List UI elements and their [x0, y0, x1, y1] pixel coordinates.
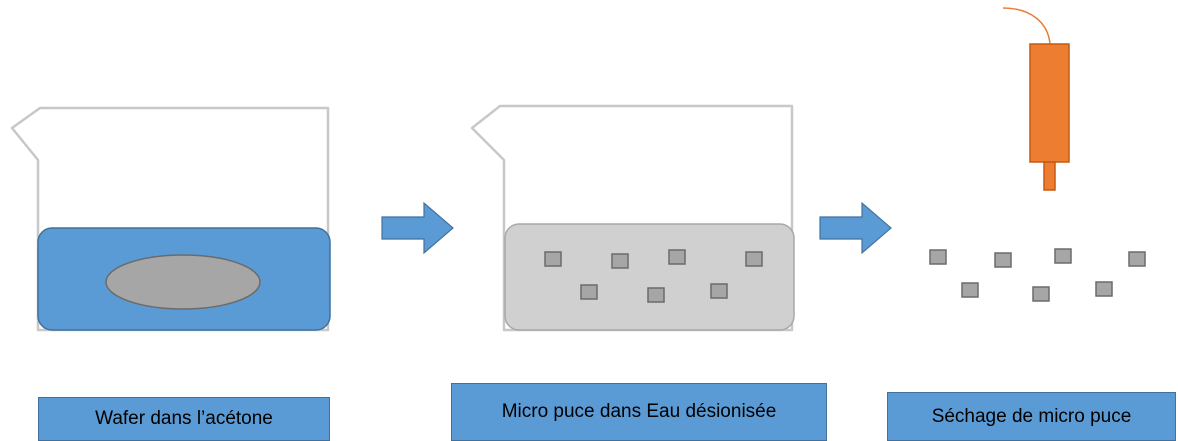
micro-chip-icon [1128, 251, 1146, 267]
beaker-1 [10, 106, 331, 332]
micro-chip-icon [710, 283, 728, 299]
micro-chip-icon [994, 252, 1012, 268]
micro-chip-icon [1095, 281, 1113, 297]
wafer [105, 254, 261, 310]
step-1-label: Wafer dans l’acétone [38, 397, 330, 441]
step-2-label: Micro puce dans Eau désionisée [451, 383, 827, 441]
micro-chip-icon [961, 282, 979, 298]
power-cable [1002, 7, 1051, 45]
water-liquid [504, 223, 795, 331]
beaker-2 [470, 104, 795, 332]
micro-chip-icon [611, 253, 629, 269]
micro-chip-icon [668, 249, 686, 265]
dried-chips [929, 248, 1146, 302]
step-3-label: Séchage de micro puce [887, 392, 1176, 441]
micro-chip-icon [1054, 248, 1072, 264]
micro-chip-icon [544, 251, 562, 267]
arrow-right-icon [381, 201, 454, 255]
heat-gun-icon [1002, 7, 1070, 191]
micro-chip-icon [647, 287, 665, 303]
micro-chip-icon [745, 251, 763, 267]
micro-chip-icon [580, 284, 598, 300]
chips-in-water [544, 249, 763, 303]
micro-chip-icon [1032, 286, 1050, 302]
arrow-right-icon [819, 201, 892, 255]
micro-chip-icon [929, 249, 947, 265]
dryer-nozzle [1043, 161, 1056, 191]
dryer-body [1029, 43, 1070, 163]
